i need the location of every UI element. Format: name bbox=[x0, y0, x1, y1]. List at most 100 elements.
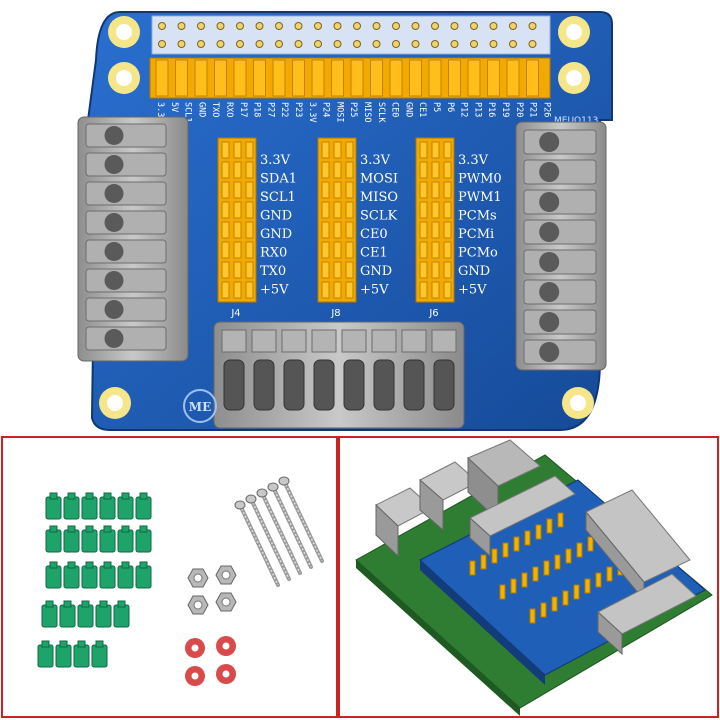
header-pin-label: +5V bbox=[260, 283, 289, 298]
gpio-pad bbox=[509, 40, 517, 48]
gpio-pad bbox=[158, 22, 166, 30]
header-pin-label: +5V bbox=[458, 283, 487, 298]
gpio-pad bbox=[353, 22, 361, 30]
top-pin-label: P20 bbox=[514, 102, 524, 117]
gpio-pad bbox=[158, 40, 166, 48]
gpio-pad bbox=[294, 22, 303, 30]
jumper-cap bbox=[117, 529, 134, 553]
screw bbox=[245, 494, 291, 581]
header-pin bbox=[221, 221, 230, 239]
jumper-cap bbox=[81, 529, 98, 553]
jumper-cap bbox=[45, 565, 62, 589]
terminal-hole bbox=[433, 359, 455, 411]
left-terminal-block bbox=[77, 116, 189, 362]
gpio-pad bbox=[411, 40, 420, 48]
top-pin-label: P18 bbox=[252, 102, 262, 117]
header-pin bbox=[606, 566, 613, 582]
top-pin-label: P19 bbox=[500, 102, 510, 117]
gpio-pad bbox=[489, 22, 498, 30]
top-pin-label: P24 bbox=[321, 102, 331, 117]
header-pin bbox=[233, 141, 242, 159]
terminal-slot bbox=[523, 159, 597, 185]
header-pin bbox=[443, 161, 452, 179]
header-pin bbox=[331, 59, 344, 97]
header-pin bbox=[540, 602, 547, 618]
mount-holes bbox=[99, 16, 594, 419]
header-pin bbox=[194, 59, 208, 97]
header-pin bbox=[443, 241, 452, 259]
header-pin bbox=[345, 201, 354, 219]
header-pin bbox=[245, 141, 254, 159]
terminal-lever bbox=[311, 329, 337, 353]
header-pin-label: MISO bbox=[360, 190, 398, 205]
terminal-lever bbox=[251, 329, 277, 353]
header-pin-label: PWM0 bbox=[458, 172, 502, 187]
header-pin bbox=[321, 201, 330, 219]
header-pin bbox=[345, 261, 354, 279]
jumper-cap bbox=[99, 496, 116, 520]
washers bbox=[185, 636, 236, 686]
jumper-cap bbox=[95, 604, 112, 628]
header-pin bbox=[431, 181, 440, 199]
header-pin-label: 3.3V bbox=[360, 153, 391, 168]
right-terminal-block bbox=[515, 121, 607, 371]
terminal-slot bbox=[523, 189, 597, 215]
top-pin-label: GND bbox=[196, 102, 206, 117]
header-pin bbox=[431, 201, 440, 219]
gpio-pad bbox=[528, 40, 537, 48]
terminal-hole bbox=[539, 162, 560, 182]
main-header-pins bbox=[155, 59, 539, 97]
header-pin bbox=[221, 141, 230, 159]
gpio-pad bbox=[392, 40, 400, 48]
gpio-pad-strip bbox=[151, 15, 551, 55]
header-pin bbox=[543, 560, 550, 576]
header-pin bbox=[431, 241, 440, 259]
top-pin-label: P26 bbox=[541, 102, 551, 117]
header-pin bbox=[333, 161, 342, 179]
jumper-cap bbox=[135, 565, 152, 589]
usb-ports bbox=[375, 439, 541, 558]
header-pin bbox=[419, 241, 428, 259]
screw bbox=[278, 476, 324, 563]
bottom-terminal-block bbox=[213, 321, 465, 429]
gpio-pad bbox=[197, 40, 205, 48]
header-pin bbox=[467, 59, 481, 97]
header-pin bbox=[510, 578, 517, 594]
terminal-hole bbox=[104, 213, 124, 232]
terminal-lever bbox=[371, 329, 397, 353]
terminal-slot bbox=[85, 326, 167, 351]
header-pin bbox=[551, 596, 558, 612]
header-pin bbox=[245, 181, 254, 199]
header-pin bbox=[469, 560, 476, 576]
gpio-pad bbox=[216, 40, 225, 48]
header-pin bbox=[448, 59, 461, 97]
header-pin bbox=[233, 221, 242, 239]
header-pin-label: GND bbox=[260, 209, 292, 224]
header-pin bbox=[535, 524, 542, 540]
terminal-slot bbox=[523, 279, 597, 305]
gpio-pad bbox=[333, 40, 342, 48]
terminal-hole bbox=[403, 359, 425, 411]
jumper-caps bbox=[37, 492, 152, 668]
hat-terminal-blocks bbox=[469, 475, 697, 656]
gpio-pad bbox=[255, 40, 264, 48]
header-pin-label: SCL1 bbox=[260, 190, 296, 205]
jumper-cap bbox=[99, 565, 116, 589]
jumper-cap bbox=[113, 604, 130, 628]
header-pin bbox=[345, 221, 354, 239]
terminal-lever bbox=[401, 329, 427, 353]
header-pin bbox=[409, 59, 422, 97]
header-pin bbox=[221, 161, 230, 179]
header-pin bbox=[443, 221, 452, 239]
jumper-cap bbox=[99, 529, 116, 553]
gpio-pad bbox=[489, 40, 498, 48]
header-group-name: J4 bbox=[230, 308, 240, 319]
header-pin bbox=[245, 261, 254, 279]
top-pin-label: P22 bbox=[279, 102, 289, 117]
terminal-slot bbox=[523, 129, 597, 155]
header-pin bbox=[321, 281, 330, 299]
jumper-cap bbox=[59, 604, 76, 628]
terminal-hole bbox=[539, 252, 560, 272]
